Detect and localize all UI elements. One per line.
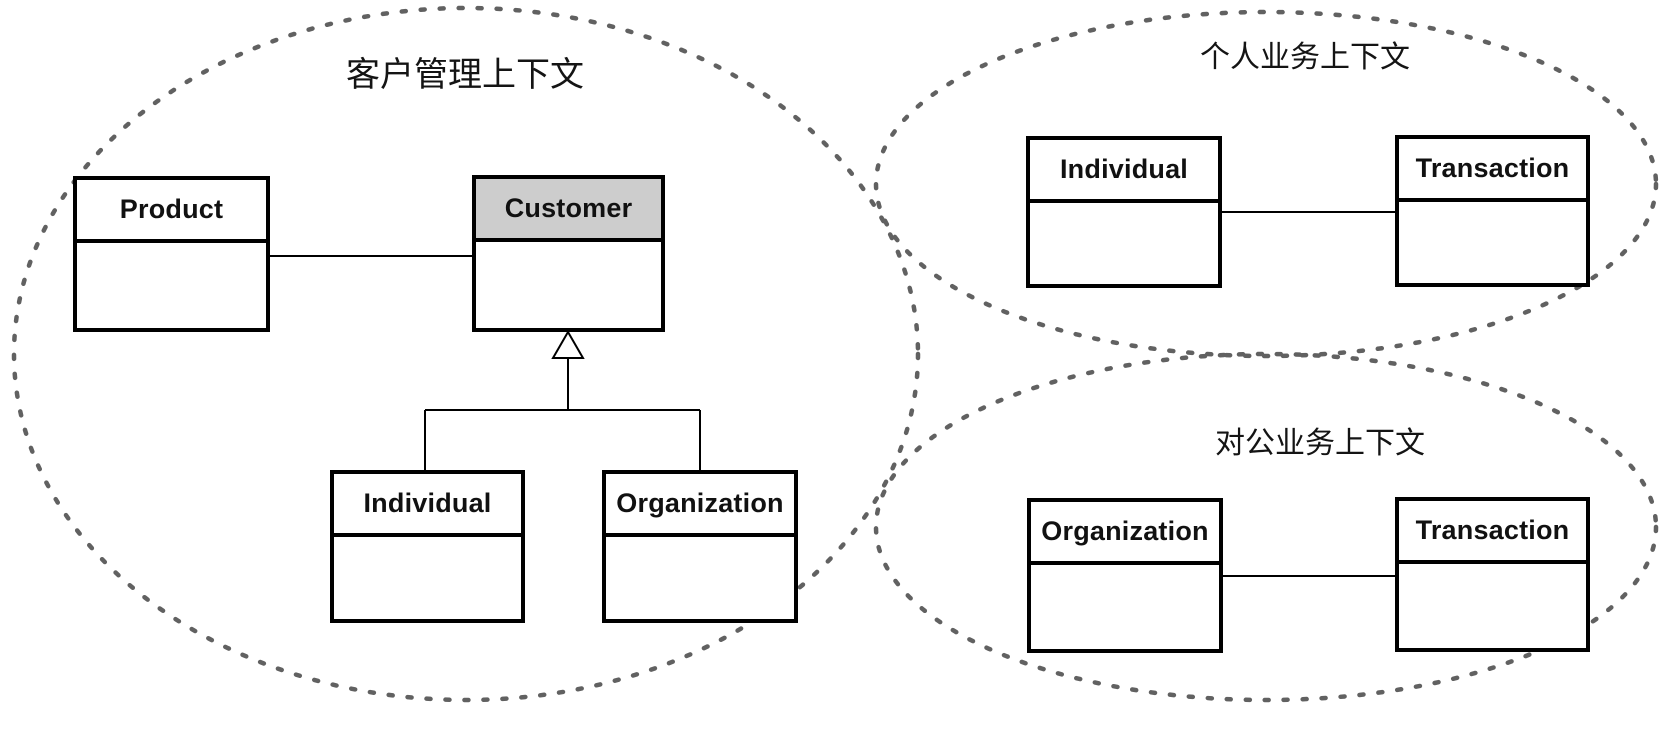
context-title-corporate-business: 对公业务上下文 — [1215, 427, 1425, 460]
class-name-label: Organization — [1041, 516, 1209, 546]
class-box-organization-cb: Organization — [1027, 498, 1223, 653]
class-header-individual: Individual — [334, 474, 521, 537]
context-title-customer-management: 客户管理上下文 — [346, 56, 584, 94]
class-name-label: Transaction — [1415, 515, 1570, 545]
class-name-label: Customer — [504, 193, 633, 223]
class-name-label: Transaction — [1415, 153, 1570, 183]
class-box-customer: Customer — [472, 175, 665, 332]
class-attributes-compartment — [1399, 564, 1586, 648]
context-ellipse-customer-management — [11, 5, 921, 703]
class-header-organization: Organization — [606, 474, 794, 537]
class-header-customer: Customer — [476, 179, 661, 242]
class-header-organization: Organization — [1031, 502, 1219, 565]
class-header-product: Product — [77, 180, 266, 243]
class-name-label: Organization — [616, 488, 784, 518]
context-ellipse-personal-business — [873, 9, 1659, 359]
class-box-individual-pb: Individual — [1026, 136, 1222, 288]
class-attributes-compartment — [334, 537, 521, 619]
class-box-individual-cm: Individual — [330, 470, 525, 623]
class-attributes-compartment — [1399, 202, 1586, 283]
class-name-label: Product — [119, 194, 224, 224]
class-box-organization-cm: Organization — [602, 470, 798, 623]
class-attributes-compartment — [77, 243, 266, 328]
class-box-transaction-cb: Transaction — [1395, 497, 1590, 652]
generalization-connector-lines — [424, 358, 701, 470]
inheritance-triangle-icon — [551, 329, 585, 359]
class-header-transaction: Transaction — [1399, 501, 1586, 564]
class-attributes-compartment — [1031, 565, 1219, 649]
class-attributes-compartment — [606, 537, 794, 619]
context-title-personal-business: 个人业务上下文 — [1200, 41, 1410, 74]
class-name-label: Individual — [363, 488, 492, 518]
class-attributes-compartment — [1030, 203, 1218, 284]
class-box-product: Product — [73, 176, 270, 332]
class-header-individual: Individual — [1030, 140, 1218, 203]
class-name-label: Individual — [1059, 154, 1188, 184]
context-ellipse-corporate-business — [873, 351, 1659, 703]
class-attributes-compartment — [476, 242, 661, 328]
class-box-transaction-pb: Transaction — [1395, 135, 1590, 287]
class-header-transaction: Transaction — [1399, 139, 1586, 202]
